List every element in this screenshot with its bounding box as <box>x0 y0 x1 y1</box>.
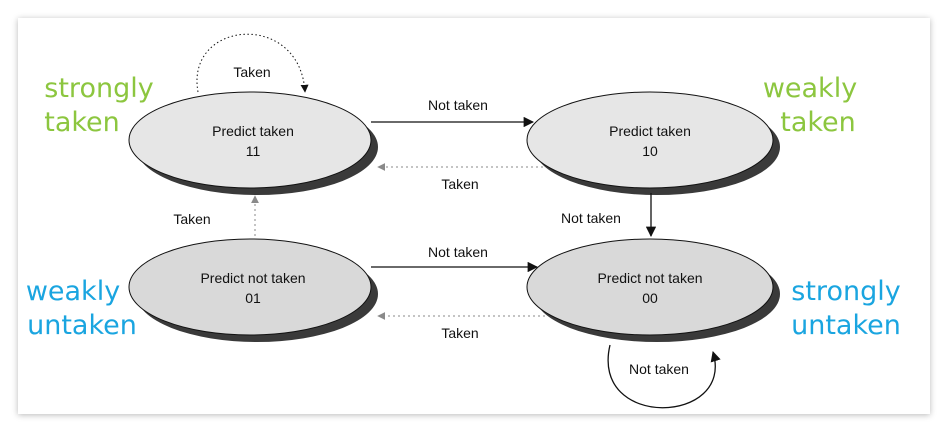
edge-01-to-00: Not taken <box>371 244 539 273</box>
edge-01-to-11: Taken <box>173 195 259 236</box>
label-strongly-taken: strongly taken <box>44 73 153 138</box>
state-00: Predict not taken 00 <box>526 238 780 342</box>
edge-11-to-10: Not taken <box>371 97 535 128</box>
state-01-code: 01 <box>245 290 261 306</box>
state-10: Predict taken 10 <box>526 91 780 195</box>
edge-self-11: Taken <box>196 33 309 93</box>
state-00-ellipse <box>526 238 774 336</box>
edge-00-to-01: Taken <box>377 312 545 341</box>
edge-10-to-11-label: Taken <box>441 176 478 192</box>
edge-01-to-00-label: Not taken <box>428 244 488 260</box>
state-01-title: Predict not taken <box>200 270 305 286</box>
edge-00-to-01-label: Taken <box>441 325 478 341</box>
state-01-ellipse <box>128 238 372 336</box>
edge-10-to-11: Taken <box>377 163 543 192</box>
edge-10-to-00: Not taken <box>561 193 657 238</box>
label-weakly-taken-line2: taken <box>780 107 856 138</box>
state-11-ellipse <box>128 91 372 189</box>
state-10-ellipse <box>526 91 774 189</box>
edge-01-to-11-label: Taken <box>173 211 210 227</box>
edge-self-00-path <box>607 344 721 409</box>
state-01: Predict not taken 01 <box>128 238 378 342</box>
edge-11-to-10-label: Not taken <box>428 97 488 113</box>
state-10-title: Predict taken <box>609 123 691 139</box>
label-weakly-untaken-line2: untaken <box>27 310 137 341</box>
label-weakly-taken-line1: weakly <box>763 73 857 104</box>
edge-self-11-path <box>196 33 309 93</box>
edge-self-11-label: Taken <box>233 64 270 80</box>
label-strongly-taken-line2: taken <box>44 107 120 138</box>
label-strongly-taken-line1: strongly <box>44 73 153 104</box>
state-00-code: 00 <box>642 290 658 306</box>
state-11-title: Predict taken <box>212 123 294 139</box>
state-00-title: Predict not taken <box>597 270 702 286</box>
label-weakly-untaken-line1: weakly <box>26 276 120 307</box>
state-11-code: 11 <box>246 143 261 159</box>
edge-10-to-00-label: Not taken <box>561 210 621 226</box>
edge-self-00-label: Not taken <box>629 361 689 377</box>
state-11: Predict taken 11 <box>128 91 378 195</box>
label-strongly-untaken: strongly untaken <box>791 276 901 341</box>
label-weakly-taken: weakly taken <box>763 73 857 138</box>
label-strongly-untaken-line2: untaken <box>791 310 901 341</box>
label-weakly-untaken: weakly untaken <box>26 276 137 341</box>
edge-self-00: Not taken <box>607 344 721 409</box>
label-strongly-untaken-line1: strongly <box>791 276 900 307</box>
diagram-card <box>18 18 930 414</box>
state-10-code: 10 <box>642 143 658 159</box>
